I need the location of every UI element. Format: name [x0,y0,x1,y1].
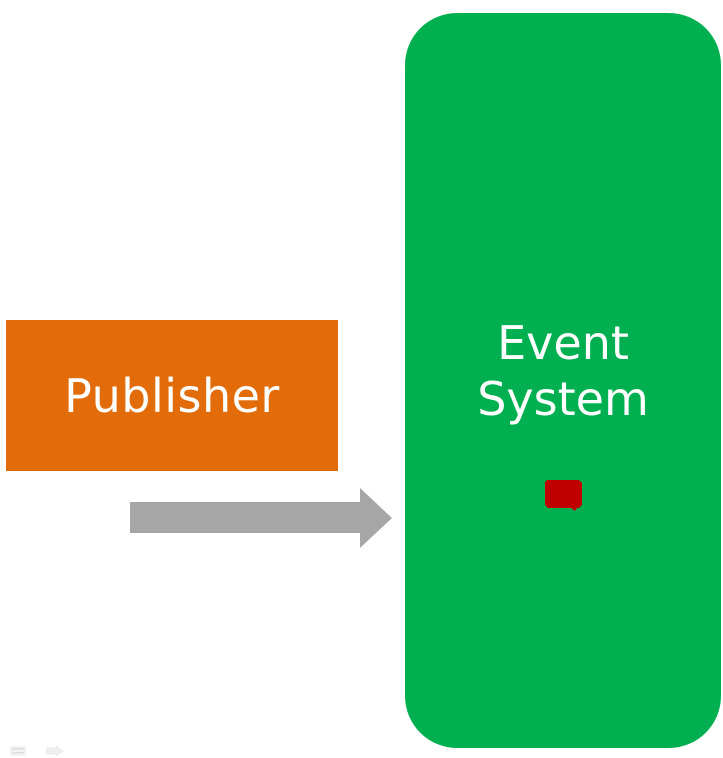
event-system-label: Event System [405,315,721,427]
event-system-line2: System [477,372,649,426]
comment-icon[interactable] [545,480,582,511]
event-system-line1: Event [497,316,629,370]
publisher-label: Publisher [64,368,280,423]
publisher-box: Publisher [6,320,338,471]
flow-arrow-shape [130,488,392,548]
event-system-box [405,13,721,748]
notes-icon[interactable] [10,746,26,756]
footer-toolbar [10,746,64,756]
arrow-icon[interactable] [46,746,64,756]
